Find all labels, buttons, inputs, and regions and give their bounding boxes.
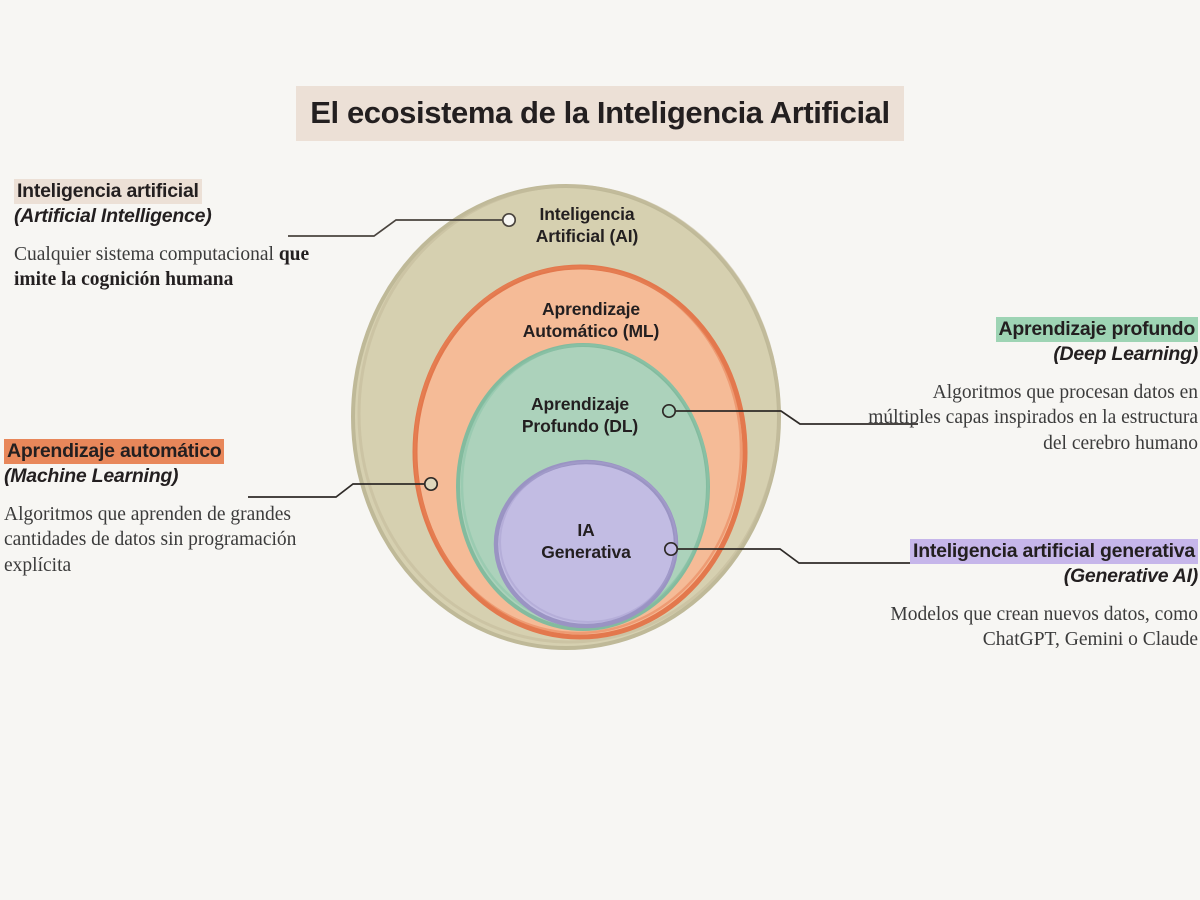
connector-endpoint-generative-ai	[663, 541, 679, 557]
annotation-body-generative-ai: Modelos que crean nuevos datos, como Cha…	[868, 602, 1198, 654]
annotation-heading-machine-learning: Aprendizaje automático	[4, 439, 334, 464]
annotation-subheading-deep-learning: (Deep Learning)	[1053, 342, 1198, 365]
annotation-heading-artificial-intelligence: Inteligencia artificial	[14, 179, 344, 204]
circle-label-artificial-intelligence: Inteligencia Artificial (AI)	[535, 204, 639, 247]
annotation-body-deep-learning: Algoritmos que procesan datos en múltipl…	[868, 380, 1198, 458]
annotation-subheading-generative-ai: (Generative AI)	[1063, 564, 1199, 587]
annotation-body-artificial-intelligence: Cualquier sistema computacional que imit…	[14, 242, 344, 294]
annotation-subheading-machine-learning: (Machine Learning)	[4, 464, 179, 487]
annotation-generative-ai: Inteligencia artificial generativa (Gene…	[868, 539, 1199, 654]
annotation-deep-learning: Aprendizaje profundo (Deep Learning) Alg…	[868, 317, 1198, 458]
annotation-body-plain-generative-ai: Modelos que crean nuevos datos, como Cha…	[890, 603, 1198, 651]
annotation-artificial-intelligence: Inteligencia artificial (Artificial Inte…	[14, 179, 344, 294]
page-title-container: El ecosistema de la Inteligencia Artific…	[0, 86, 1200, 141]
connector-deep-learning	[661, 403, 918, 425]
annotation-machine-learning: Aprendizaje automático (Machine Learning…	[4, 439, 334, 580]
annotation-heading-text-deep-learning: Aprendizaje profundo	[995, 317, 1198, 342]
connector-machine-learning	[248, 476, 439, 498]
connector-endpoint-artificial-intelligence	[501, 212, 517, 228]
annotation-body-machine-learning: Algoritmos que aprenden de grandes canti…	[4, 502, 334, 580]
annotation-heading-text-machine-learning: Aprendizaje automático	[4, 439, 225, 464]
annotation-heading-text-generative-ai: Inteligencia artificial generativa	[910, 539, 1198, 564]
annotation-heading-deep-learning: Aprendizaje profundo	[868, 317, 1198, 342]
circle-generative-ai-sketch	[499, 461, 677, 623]
annotation-heading-generative-ai: Inteligencia artificial generativa	[868, 539, 1198, 564]
annotation-body-plain-artificial-intelligence: Cualquier sistema computacional	[14, 243, 279, 265]
page-title: El ecosistema de la Inteligencia Artific…	[296, 86, 904, 141]
connector-generative-ai	[663, 541, 913, 564]
annotation-subheading-artificial-intelligence: (Artificial Intelligence)	[14, 204, 212, 227]
circle-label-deep-learning: Aprendizaje Profundo (DL)	[521, 394, 639, 437]
circle-machine-learning-sketch	[413, 265, 743, 635]
circle-label-generative-ai: IA Generativa	[541, 520, 631, 563]
circle-label-machine-learning: Aprendizaje Automático (ML)	[522, 299, 660, 342]
annotation-body-emphasis-artificial-intelligence: que imite la cognición humana	[14, 243, 310, 291]
annotation-body-plain-deep-learning: Algoritmos que procesan datos en múltipl…	[868, 381, 1198, 455]
connector-artificial-intelligence	[288, 212, 517, 237]
annotation-body-plain-machine-learning: Algoritmos que aprenden de grandes canti…	[4, 503, 297, 577]
annotation-heading-text-artificial-intelligence: Inteligencia artificial	[14, 179, 202, 204]
circle-artificial-intelligence-sketch	[357, 184, 781, 644]
connector-endpoint-deep-learning	[661, 403, 677, 419]
connector-endpoint-machine-learning	[423, 476, 439, 492]
